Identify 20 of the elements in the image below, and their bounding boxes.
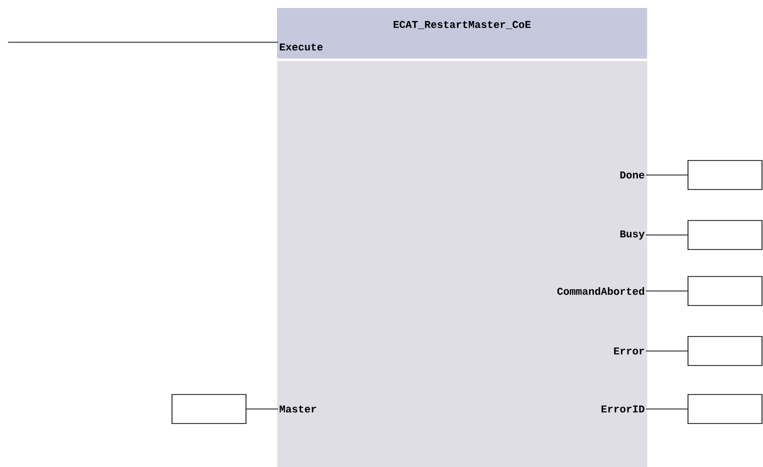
variable-box — [172, 394, 246, 424]
variable-box — [688, 276, 762, 306]
connector-line — [246, 408, 278, 410]
pin-label: CommandAborted — [557, 287, 644, 295]
variable-box — [688, 336, 762, 366]
connector-line — [646, 234, 688, 236]
connector-line — [646, 174, 688, 176]
pin-label: ErrorID — [602, 406, 644, 412]
variable-box — [688, 160, 762, 190]
pin-label: Execute — [280, 43, 323, 51]
connector-line — [646, 350, 688, 352]
pin-label: Master — [280, 405, 316, 413]
pin-label: Error — [614, 348, 644, 354]
variable-box — [688, 394, 762, 424]
connector-line — [646, 290, 688, 292]
connector-line — [646, 408, 688, 410]
pin-label: Done — [620, 172, 644, 178]
pin-label: Busy — [620, 230, 645, 240]
variable-box — [688, 220, 762, 250]
connector-line — [8, 42, 278, 43]
